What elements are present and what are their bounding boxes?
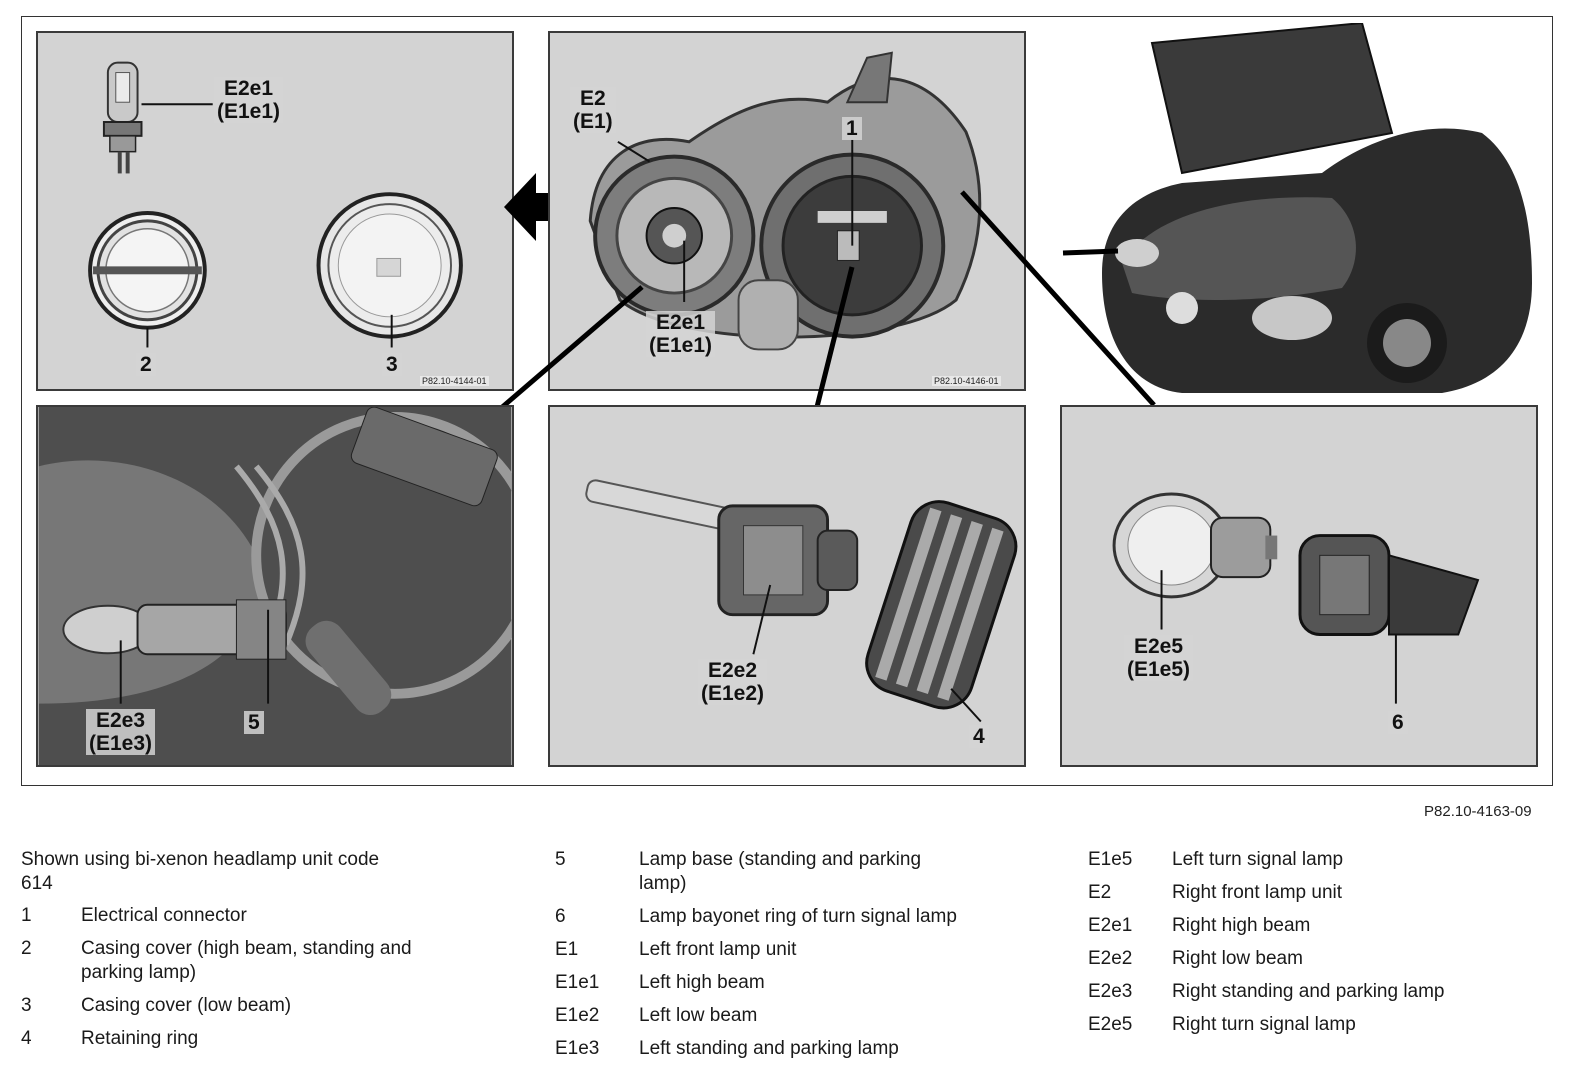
legend-key: E2e2 <box>1088 948 1133 969</box>
casing-cover-high-beam-icon <box>88 211 207 330</box>
callout-2: 2 <box>136 353 156 376</box>
legend-item: 6 Lamp bayonet ring of turn signal lamp <box>555 905 1025 929</box>
legend-text: Right turn signal lamp <box>1172 1014 1356 1035</box>
legend-key: 5 <box>555 849 566 870</box>
callout-e2-unit: E2 (E1) <box>570 87 616 133</box>
xenon-bulb-illustration <box>585 479 1018 723</box>
legend-key: E1 <box>555 939 579 960</box>
legend-text: Left front lamp unit <box>639 939 797 960</box>
callout-headlamp-e2e1: E2e1 (E1e1) <box>646 311 716 357</box>
legend-key: E1e3 <box>555 1038 600 1059</box>
legend-text: Right standing and parking lamp <box>1172 981 1445 1002</box>
legend-key: 3 <box>21 995 32 1016</box>
legend-key: E2e1 <box>1088 915 1133 936</box>
legend-column-1: Shown using bi-xenon headlamp unit code … <box>21 848 501 1060</box>
legend-text: Left low beam <box>639 1005 758 1026</box>
legend-key: E2 <box>1088 882 1112 903</box>
legend-key: E2e3 <box>1088 981 1133 1002</box>
legend-item: 4 Retaining ring <box>21 1027 501 1051</box>
legend-item: E1e3 Left standing and parking lamp <box>555 1037 1025 1061</box>
panel-headlamp-unit: E2 (E1) 1 E2e1 (E1e1) P82.10-4146-01 <box>548 31 1026 391</box>
legend-item: E2e5 Right turn signal lamp <box>1088 1013 1548 1037</box>
panel-code: P82.10-4144-01 <box>420 376 489 386</box>
bulbs-covers-illustration <box>88 61 463 348</box>
callout-1: 1 <box>842 117 862 140</box>
figure-frame: E2e1 (E1e1) 2 3 P82.10-4144-01 E2 <box>21 16 1553 786</box>
legend-key: 2 <box>21 938 32 959</box>
legend-item: E2e2 Right low beam <box>1088 947 1548 971</box>
callout-5: 5 <box>244 711 264 734</box>
car-photo <box>1062 23 1532 393</box>
legend-item: E2e1 Right high beam <box>1088 914 1548 938</box>
legend-item: 3 Casing cover (low beam) <box>21 994 501 1018</box>
legend-item: E1 Left front lamp unit <box>555 938 1025 962</box>
legend-column-3: E1e5 Left turn signal lamp E2 Right fron… <box>1088 848 1548 1046</box>
legend-item: E1e5 Left turn signal lamp <box>1088 848 1548 872</box>
headlamp-unit-illustration <box>588 51 982 351</box>
legend-text: Casing cover (high beam, standing and pa… <box>81 938 412 983</box>
casing-cover-low-beam-icon <box>316 192 463 339</box>
legend-intro: Shown using bi-xenon headlamp unit code … <box>21 849 380 894</box>
parking-lamp-illustration <box>38 407 512 765</box>
legend-key: E1e2 <box>555 1005 600 1026</box>
arrow-left-icon <box>504 173 552 241</box>
panel-xenon-bulb: E2e2 (E1e2) 4 <box>548 405 1026 767</box>
callout-e2e2: E2e2 (E1e2) <box>698 659 768 705</box>
legend-item: E1e1 Left high beam <box>555 971 1025 995</box>
legend-key: 4 <box>21 1028 32 1049</box>
legend-text: Lamp bayonet ring of turn signal lamp <box>639 906 957 927</box>
legend-text: Left standing and parking lamp <box>639 1038 899 1059</box>
figure-reference: P82.10-4163-09 <box>1424 803 1532 820</box>
legend-text: Right high beam <box>1172 915 1311 936</box>
h7-bulb-icon <box>102 61 143 174</box>
legend-text: Left turn signal lamp <box>1172 849 1344 870</box>
legend-key: E2e5 <box>1088 1014 1133 1035</box>
callout-4: 4 <box>969 725 989 748</box>
legend-text: Retaining ring <box>81 1028 199 1049</box>
panel-parking-lamp: E2e3 (E1e3) 5 <box>36 405 514 767</box>
legend-text: Casing cover (low beam) <box>81 995 292 1016</box>
legend-item: 5 Lamp base (standing and parking lamp) <box>555 848 1025 896</box>
legend-item: 1 Electrical connector <box>21 904 501 928</box>
turn-signal-illustration <box>1112 492 1480 704</box>
legend-text: Left high beam <box>639 972 765 993</box>
callout-e2e3: E2e3 (E1e3) <box>86 709 156 755</box>
callout-3: 3 <box>382 353 402 376</box>
callout-bulb-e2e1: E2e1 (E1e1) <box>214 77 284 123</box>
panel-turn-signal: E2e5 (E1e5) 6 <box>1060 405 1538 767</box>
legend-text: Right front lamp unit <box>1172 882 1343 903</box>
legend-column-2: 5 Lamp base (standing and parking lamp) … <box>555 848 1025 1070</box>
legend-item: E1e2 Left low beam <box>555 1004 1025 1028</box>
legend-text: Lamp base (standing and parking lamp) <box>639 849 922 894</box>
panel-bulbs-covers: E2e1 (E1e1) 2 3 P82.10-4144-01 <box>36 31 514 391</box>
panel-code: P82.10-4146-01 <box>932 376 1001 386</box>
legend-key: E1e1 <box>555 972 600 993</box>
callout-6: 6 <box>1388 711 1408 734</box>
legend-text: Electrical connector <box>81 905 247 926</box>
legend-key: 6 <box>555 906 566 927</box>
legend-key: 1 <box>21 905 32 926</box>
callout-e2e5: E2e5 (E1e5) <box>1124 635 1194 681</box>
legend-item: E2 Right front lamp unit <box>1088 881 1548 905</box>
legend-item: E2e3 Right standing and parking lamp <box>1088 980 1548 1004</box>
legend-key: E1e5 <box>1088 849 1133 870</box>
legend-text: Right low beam <box>1172 948 1303 969</box>
legend-item: 2 Casing cover (high beam, standing and … <box>21 937 501 985</box>
